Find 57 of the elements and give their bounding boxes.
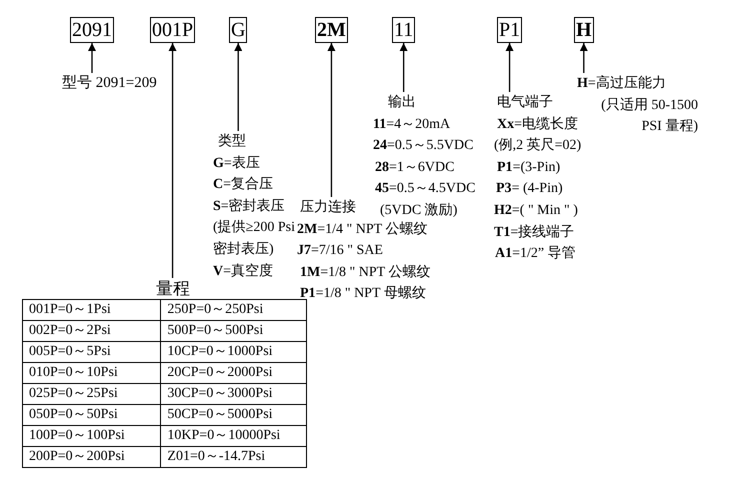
table-cell: 20CP=0～2000Psi [160, 362, 306, 384]
arrow [234, 43, 242, 131]
group-heading: 输出 [388, 94, 416, 112]
arrow [327, 43, 336, 197]
group-heading: 电气端子 [497, 94, 553, 112]
table-cell: 250P=0～250Psi [160, 300, 306, 320]
option-text: V=真空度 [213, 262, 274, 281]
table-cell: 100P=0～100Psi [22, 426, 161, 446]
arrow [506, 43, 514, 92]
option-text: P3= (4-Pin) [496, 180, 563, 198]
option-text: J7=7/16 " SAE [297, 242, 383, 260]
table-cell: 001P=0～1Psi [22, 300, 161, 320]
arrow [400, 43, 408, 92]
option-text: 24=0.5～5.5VDC [373, 137, 474, 156]
arrow [168, 43, 177, 278]
code-box: 2091 [70, 17, 114, 43]
option-text: Xx=电缆长度 [497, 115, 578, 134]
table-cell: 500P=0～500Psi [160, 320, 306, 342]
table-cell: 30CP=0～3000Psi [160, 384, 306, 404]
code-box: 001P [150, 17, 196, 43]
group-heading: 压力连接 [300, 198, 356, 217]
range-heading: 量程 [156, 278, 190, 299]
arrow [88, 43, 96, 73]
option-text: T1=接线端子 [494, 223, 574, 242]
code-box: H [574, 17, 594, 43]
table-cell: 10KP=0～10000Psi [160, 426, 306, 446]
table-cell: 10CP=0～1000Psi [160, 342, 306, 362]
option-text: P1=(3-Pin) [497, 158, 560, 177]
code-box: 2M [315, 17, 348, 43]
arrow [580, 43, 588, 73]
table-cell: 010P=0～10Psi [22, 362, 161, 384]
code-box: G [229, 17, 248, 43]
option-text: S=密封表压 (提供≥200 Psi 密封表压) [213, 197, 296, 259]
model-label: 型号 2091=209 [62, 73, 157, 95]
code-box: P1 [497, 17, 522, 43]
table-cell: 50CP=0～5000Psi [160, 404, 306, 426]
option-text: C=复合压 [213, 176, 274, 194]
table-cell: Z01=0～-14.7Psi [160, 446, 306, 468]
table-cell: 002P=0～2Psi [22, 320, 161, 342]
option-text: A1=1/2” 导管 [495, 244, 576, 264]
note-text: (5VDC 激励) [380, 202, 458, 220]
option-text: 2M=1/4 " NPT 公螺纹 [297, 220, 428, 239]
option-text: 11=4～20mA [373, 116, 450, 134]
option-text: H2=( " Min " ) [494, 202, 578, 220]
note-text: (例,2 英尺=02) [494, 136, 582, 156]
note-text: (只适用 50-1500 PSI 量程) [600, 96, 698, 136]
code-box: 11 [392, 17, 416, 43]
option-text: 28=1～6VDC [375, 158, 454, 177]
option-text: 1M=1/8 " NPT 公螺纹 [300, 264, 430, 282]
table-cell: 025P=0～25Psi [22, 384, 161, 404]
option-text: 45=0.5～4.5VDC [375, 180, 476, 198]
table-cell: 005P=0～5Psi [22, 342, 161, 362]
option-text: G=表压 [213, 154, 260, 173]
option-text: H=高过压能力 [577, 74, 666, 93]
table-cell: 050P=0～50Psi [22, 404, 161, 426]
group-heading: 类型 [218, 132, 246, 151]
table-cell: 200P=0～200Psi [22, 446, 161, 468]
